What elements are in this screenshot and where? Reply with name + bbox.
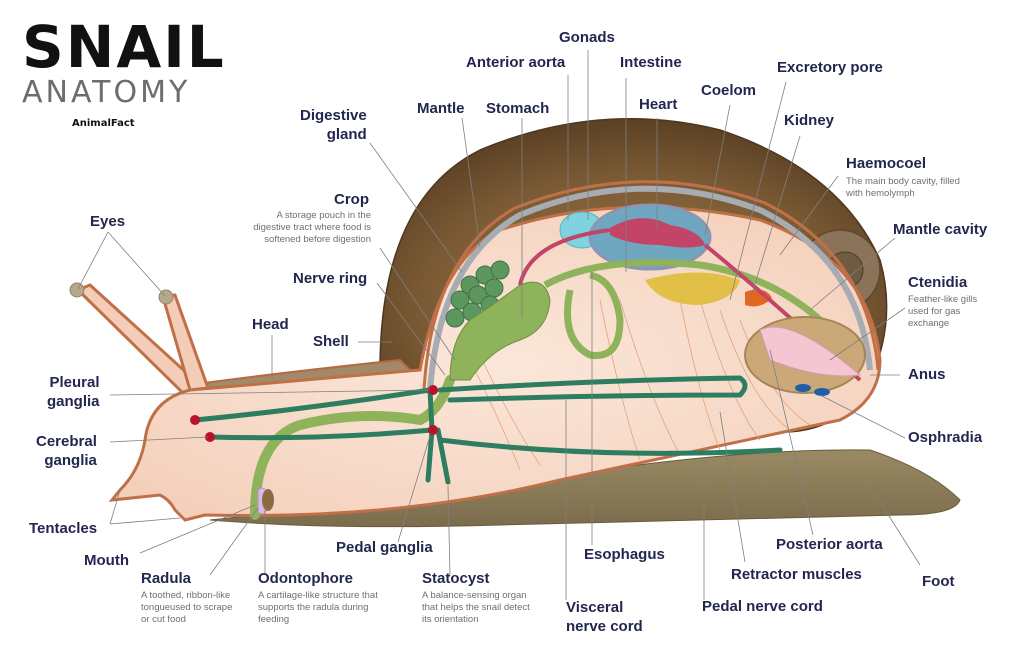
label-radula: Radula [141, 570, 192, 587]
label-visceral-nerve-cord: Visceral nerve cord [566, 599, 643, 635]
label-kidney: Kidney [784, 112, 835, 129]
kidney [645, 272, 740, 305]
anterior-aorta [518, 228, 611, 286]
label-mantle-cavity: Mantle cavity [893, 221, 988, 238]
osphradia-1 [795, 384, 811, 392]
digestive-gland [445, 260, 510, 328]
desc-haemocoel: The main body cavity, filled with hemoly… [846, 176, 960, 199]
brand-logo: AnimalFact [72, 118, 135, 129]
label-digestive-gland: Digestive gland [300, 107, 367, 143]
label-osphradia: Osphradia [908, 429, 983, 446]
label-odontophore: Odontophore [258, 570, 353, 587]
label-posterior-aorta: Posterior aorta [776, 536, 883, 553]
label-gonads: Gonads [559, 29, 615, 46]
label-statocyst: Statocyst [422, 570, 490, 587]
label-anterior-aorta: Anterior aorta [466, 54, 566, 71]
desc-crop: A storage pouch in the digestive tract w… [253, 210, 371, 245]
label-ctenidia: Ctenidia [908, 274, 968, 291]
label-pedal-nerve-cord: Pedal nerve cord [702, 598, 823, 615]
label-foot: Foot [922, 573, 955, 590]
heart [610, 218, 705, 248]
nerve-cords [192, 375, 783, 485]
label-mantle: Mantle [417, 100, 465, 117]
desc-odontophore: A cartilage-like structure that supports… [258, 590, 378, 625]
mantle-edge-outer [422, 180, 880, 391]
intestine-loop [564, 271, 624, 360]
label-shell: Shell [313, 333, 349, 350]
label-heart: Heart [639, 96, 678, 113]
label-esophagus: Esophagus [584, 546, 665, 563]
label-mouth: Mouth [84, 552, 129, 569]
label-cerebral-ganglia: Cerebral ganglia [36, 433, 97, 469]
label-eyes: Eyes [90, 213, 126, 230]
osphradia-2 [814, 388, 830, 396]
label-intestine: Intestine [620, 54, 682, 71]
leader-lines [77, 50, 921, 600]
label-pleural-ganglia: Pleural ganglia [47, 374, 100, 410]
label-anus: Anus [908, 366, 946, 383]
label-retractor-muscles: Retractor muscles [731, 566, 862, 583]
label-crop: Crop [334, 191, 369, 208]
page-title: SNAIL [22, 13, 226, 81]
label-haemocoel: Haemocoel [846, 155, 927, 172]
label-excretory-pore: Excretory pore [777, 59, 883, 76]
desc-radula: A toothed, ribbon-like tongueused to scr… [141, 590, 233, 625]
page-subtitle: ANATOMY [22, 75, 191, 110]
label-stomach: Stomach [486, 100, 550, 117]
label-coelom: Coelom [701, 82, 757, 99]
label-nerve-ring: Nerve ring [293, 270, 368, 287]
mantle-edge [427, 185, 873, 391]
desc-ctenidia: Feather-like gills used for gas exchange [908, 294, 978, 329]
crop [449, 281, 551, 381]
label-pedal-ganglia: Pedal ganglia [336, 539, 433, 556]
ganglia [190, 385, 438, 442]
label-head: Head [252, 316, 289, 333]
desc-statocyst: A balance-sensing organ that helps the s… [422, 590, 530, 625]
eye-left [69, 282, 85, 298]
odontophore [262, 489, 274, 511]
ctenidia [759, 326, 862, 377]
label-tentacles: Tentacles [29, 520, 98, 537]
